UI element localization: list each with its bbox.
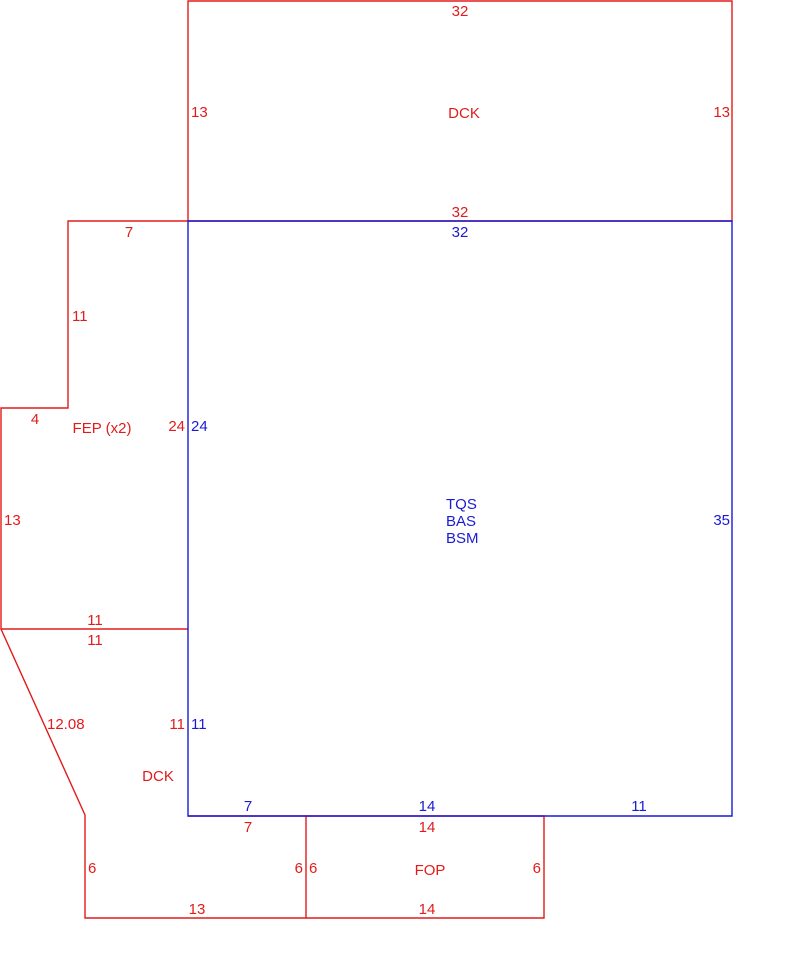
dim-main-right: 35 [713, 512, 730, 529]
dim-fop-top: 14 [419, 819, 436, 836]
dim-main-bottom-c: 11 [631, 798, 647, 815]
dim-fep-lower-left: 13 [4, 512, 21, 529]
dim-deck-bottom-top: 11 [87, 632, 103, 649]
dim-fop-bottom: 14 [419, 901, 436, 918]
deck-top-label: DCK [448, 105, 480, 122]
dim-deck-top-right: 13 [713, 104, 730, 121]
dim-fep-upper-left: 11 [72, 308, 88, 325]
main-building-outline [187, 220, 733, 817]
dim-main-bottom-a: 7 [244, 798, 252, 815]
fop-label: FOP [415, 862, 446, 879]
dim-fep-bottom: 11 [87, 612, 103, 629]
dim-deck-bottom-step: 7 [244, 819, 252, 836]
dim-main-bottom-b: 14 [419, 798, 436, 815]
fep-label: FEP (x2) [73, 420, 132, 437]
dim-deck-top-left: 13 [191, 104, 208, 121]
fep-outline [0, 220, 188, 630]
dim-deck-bottom-inner: 6 [295, 860, 303, 877]
deck-bottom-label: DCK [142, 768, 174, 785]
dim-deck-bottom-left: 6 [88, 860, 96, 877]
main-code-tqs: TQS [446, 496, 477, 513]
dim-fep-right: 24 [168, 418, 185, 435]
dim-deck-top-top: 32 [452, 3, 469, 20]
dim-fep-top: 7 [125, 224, 133, 241]
dim-deck-bottom-right: 11 [169, 716, 185, 733]
main-code-bas: BAS [446, 513, 476, 530]
dim-deck-top-bottom: 32 [452, 204, 469, 221]
dim-fop-left: 6 [309, 860, 317, 877]
dim-deck-bottom-bottom: 13 [189, 901, 206, 918]
dim-deck-bottom-diag: 12.08 [47, 716, 85, 733]
main-code-bsm: BSM [446, 530, 479, 547]
dim-main-left-upper: 24 [191, 418, 208, 435]
dim-fop-right: 6 [533, 860, 541, 877]
dim-main-top: 32 [452, 224, 469, 241]
dim-main-left-lower: 11 [191, 716, 207, 733]
dim-fep-step: 4 [31, 411, 39, 428]
